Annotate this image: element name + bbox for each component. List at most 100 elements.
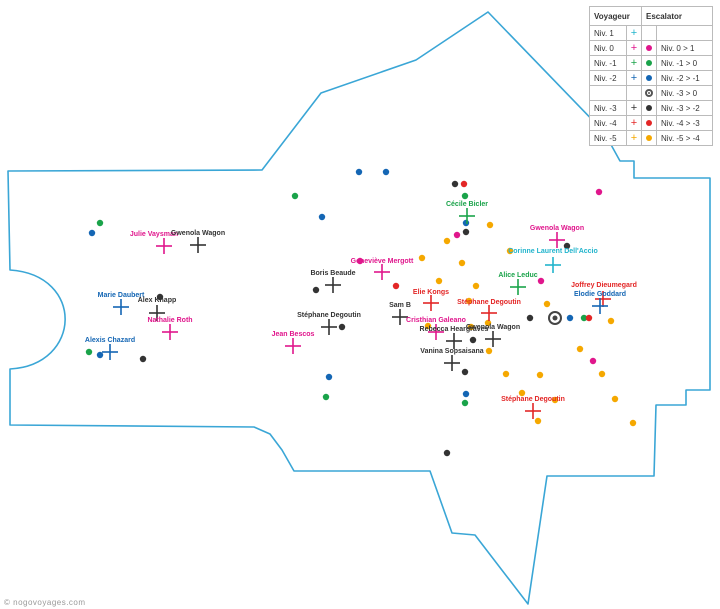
voyageur-marker — [446, 333, 462, 349]
voyageur-name-label: Rebecca Heargraves — [420, 326, 489, 333]
escalator-dot — [461, 192, 469, 200]
voyageur-name-label: Boris Beaude — [310, 270, 355, 277]
escalator-dot — [595, 188, 603, 196]
legend-escalator-label: Niv. -4 > -3 — [655, 115, 714, 131]
escalator-dot — [460, 180, 468, 188]
legend-escalator-label: Niv. -3 > -2 — [655, 100, 714, 116]
escalator-dot — [458, 259, 466, 267]
legend-escalator-symbol — [640, 100, 657, 116]
voyageur-marker — [525, 403, 541, 419]
plus-icon: + — [630, 27, 638, 39]
escalator-dot — [318, 213, 326, 221]
voyageur-marker — [285, 338, 301, 354]
escalator-dot — [465, 297, 473, 305]
legend-escalator-symbol — [640, 40, 657, 56]
escalator-dot — [325, 373, 333, 381]
voyageur-marker — [162, 324, 178, 340]
legend-escalator-symbol — [640, 25, 657, 41]
voyageur-marker — [423, 295, 439, 311]
escalator-dot — [461, 368, 469, 376]
escalator-dot — [443, 449, 451, 457]
legend-header-escalator: Escalator — [640, 6, 714, 26]
escalator-dot — [506, 247, 514, 255]
legend-row: Niv. -3 > 0 — [589, 85, 714, 101]
legend-table: Voyageur Escalator Niv. 1+Niv. 0+Niv. 0 … — [589, 6, 714, 146]
legend-row: Niv. 0+Niv. 0 > 1 — [589, 40, 714, 56]
dot-icon — [645, 120, 652, 127]
escalator-dot — [526, 314, 534, 322]
legend-voyageur-label: Niv. -3 — [589, 100, 627, 116]
voyageur-name-label: Elie Kongs — [413, 289, 449, 296]
voyageur-name-label: Marie Daubert — [98, 292, 145, 299]
legend-voyageur-symbol: + — [625, 55, 642, 71]
legend-row: Niv. -1+Niv. -1 > 0 — [589, 55, 714, 71]
escalator-dot — [566, 314, 574, 322]
legend-voyageur-label: Niv. 0 — [589, 40, 627, 56]
voyageur-marker — [428, 324, 444, 340]
legend-voyageur-label: Niv. -4 — [589, 115, 627, 131]
escalator-dot — [629, 419, 637, 427]
site-credit: © nogovoyages.com — [4, 598, 86, 607]
voyageur-name-label: Alexis Chazard — [85, 337, 135, 344]
escalator-dot — [589, 357, 597, 365]
escalator-dot — [461, 399, 469, 407]
legend-voyageur-symbol: + — [625, 130, 642, 146]
voyageur-marker — [485, 331, 501, 347]
voyageur-marker — [592, 298, 608, 314]
escalator-dot — [484, 319, 492, 327]
legend-escalator-symbol — [640, 115, 657, 131]
voyageur-name-label: Joffrey Dieumegard — [571, 282, 637, 289]
legend-row: Niv. 1+ — [589, 25, 714, 41]
legend-voyageur-symbol: + — [625, 25, 642, 41]
escalator-dot — [469, 336, 477, 344]
voyageur-marker — [113, 299, 129, 315]
escalator-dot — [424, 322, 432, 330]
plus-icon: + — [630, 117, 638, 129]
voyageur-name-label: Cécile Bicler — [446, 201, 488, 208]
escalator-dot — [156, 293, 164, 301]
voyageur-marker — [374, 264, 390, 280]
escalator-dot — [607, 317, 615, 325]
voyageur-marker — [595, 291, 611, 307]
legend-escalator-label: Niv. -2 > -1 — [655, 70, 714, 86]
legend-voyageur-label: Niv. 1 — [589, 25, 627, 41]
plus-icon: + — [630, 102, 638, 114]
voyageur-marker — [392, 309, 408, 325]
escalator-dot — [537, 277, 545, 285]
legend-voyageur-label: Niv. -2 — [589, 70, 627, 86]
legend-voyageur-symbol: + — [625, 115, 642, 131]
legend-escalator-label: Niv. 0 > 1 — [655, 40, 714, 56]
legend-row: Niv. -5+Niv. -5 > -4 — [589, 130, 714, 146]
legend-escalator-symbol — [640, 70, 657, 86]
escalator-dot — [435, 277, 443, 285]
escalator-dot — [518, 389, 526, 397]
voyageur-name-label: Gwenola Wagon — [171, 230, 225, 237]
legend-voyageur-label: Niv. -1 — [589, 55, 627, 71]
voyageur-marker — [545, 257, 561, 273]
voyageur-name-label: Nathalie Roth — [147, 317, 192, 324]
legend-header-voyageur: Voyageur — [589, 6, 642, 26]
voyageur-name-label: Stéphane Degoutin — [457, 299, 521, 306]
legend-voyageur-symbol — [625, 85, 642, 101]
voyageur-marker — [549, 232, 565, 248]
voyageur-marker — [481, 305, 497, 321]
voyageur-marker — [510, 279, 526, 295]
escalator-ring-icon — [548, 311, 562, 325]
voyageur-marker — [444, 355, 460, 371]
escalator-dot — [462, 390, 470, 398]
escalator-dot — [598, 370, 606, 378]
escalator-dot — [451, 180, 459, 188]
voyageur-name-label: Stéphane Degoutin — [501, 396, 565, 403]
legend-row: Niv. -3+ Niv. -3 > -2 — [589, 100, 714, 116]
voyageur-name-label: Julie Vaysman — [130, 231, 178, 238]
legend-voyageur-label — [589, 85, 627, 101]
dot-icon — [645, 105, 652, 112]
escalator-dot — [139, 355, 147, 363]
escalator-dot — [611, 395, 619, 403]
escalator-dot — [312, 286, 320, 294]
voyageur-marker — [156, 238, 172, 254]
legend-voyageur-symbol: + — [625, 100, 642, 116]
voyageur-marker — [459, 208, 475, 224]
escalator-dot — [585, 314, 593, 322]
